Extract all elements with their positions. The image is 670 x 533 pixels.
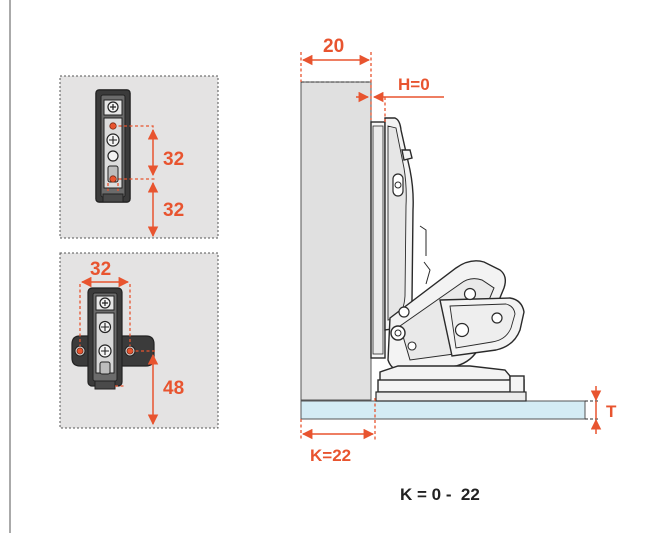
dim-t-label: T [606, 402, 617, 421]
cross-plate-icon [71, 287, 155, 390]
glass-panel [300, 400, 586, 420]
dim-upper-label: 32 [163, 149, 184, 170]
dim-k-label: K=22 [310, 446, 351, 465]
door-panel [300, 81, 372, 401]
side-view: 20 H=0 K=22 T [300, 36, 617, 465]
dim-top-label: 32 [90, 259, 111, 280]
dim-overlay-label: 20 [323, 36, 344, 57]
dim-lower-label: 32 [163, 200, 184, 221]
dim-h-label: H=0 [398, 75, 430, 94]
vertical-plate-panel: 32 32 [59, 75, 219, 239]
dim-side-label: 48 [163, 378, 184, 399]
hinge-arm-icon [370, 117, 527, 402]
plate-screw-icon [95, 89, 131, 203]
k-range-formula: K = 0 - 22 [400, 485, 480, 504]
cross-plate-panel: 32 48 [59, 252, 219, 429]
